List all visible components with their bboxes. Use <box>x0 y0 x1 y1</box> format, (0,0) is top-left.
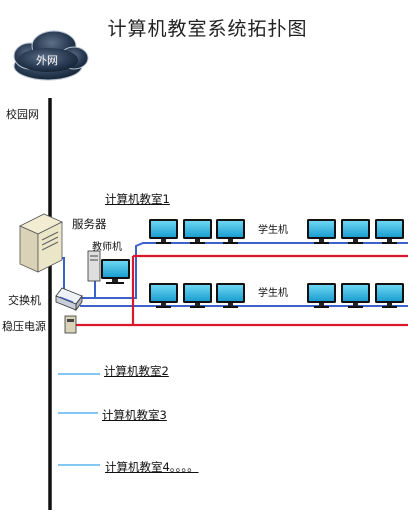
student-pc-label-row1: 学生机 <box>258 225 288 236</box>
power-cabling <box>76 254 408 327</box>
student-monitor-icon <box>216 219 245 244</box>
switch-icon <box>55 287 83 312</box>
teacher-pc-tower-icon <box>87 250 101 282</box>
teacher-monitor-icon <box>101 259 130 284</box>
internet-label: 外网 <box>36 54 58 67</box>
switch-label: 交换机 <box>8 294 41 307</box>
diagram-title: 计算机教室系统拓扑图 <box>107 18 308 40</box>
room3-label[interactable]: 计算机教室3 <box>102 408 167 422</box>
ups-icon <box>64 315 77 334</box>
student-monitor-icon <box>307 219 336 244</box>
student-monitor-icon <box>183 219 212 244</box>
server-label: 服务器 <box>72 217 107 231</box>
student-monitor-icon <box>341 283 370 308</box>
student-pc-label-row2: 学生机 <box>258 288 288 299</box>
student-monitor-icon <box>307 283 336 308</box>
ups-label: 稳压电源 <box>2 320 46 333</box>
student-monitor-icon <box>149 219 178 244</box>
student-monitor-icon <box>149 283 178 308</box>
student-monitor-icon <box>216 283 245 308</box>
student-monitor-icon <box>341 219 370 244</box>
room1-label[interactable]: 计算机教室1 <box>105 192 170 206</box>
student-monitor-icon <box>375 283 404 308</box>
campus-network-label: 校园网 <box>6 108 39 121</box>
teacher-pc-label: 教师机 <box>92 242 122 253</box>
room2-label[interactable]: 计算机教室2 <box>104 364 169 378</box>
internet-cloud-icon <box>13 30 89 81</box>
server-icon <box>19 213 63 273</box>
student-monitor-icon <box>183 283 212 308</box>
room4-label[interactable]: 计算机教室4。。。。 <box>105 460 199 474</box>
student-monitor-icon <box>375 219 404 244</box>
